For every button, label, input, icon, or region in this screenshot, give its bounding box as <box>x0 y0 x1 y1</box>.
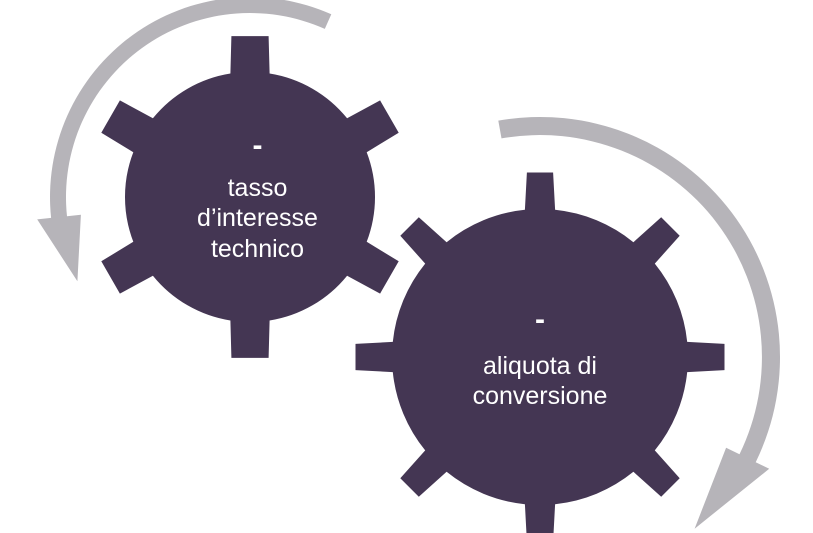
gear-large <box>355 172 725 533</box>
gear-small-bullet: - <box>252 129 263 162</box>
gear-large-label: - aliquota di conversione <box>430 302 650 412</box>
gear-small-line-1: tasso <box>227 173 288 202</box>
gear-small <box>101 36 399 358</box>
gear-small-label: - tasso d’interesse technico <box>170 128 345 264</box>
gear-large-bullet: - <box>535 303 545 336</box>
circular-arrow-counterclockwise-icon <box>37 0 332 282</box>
gear-small-line-2: d’interesse <box>197 204 318 233</box>
gear-large-line-1: aliquota di <box>483 351 597 380</box>
gear-small-line-3: technico <box>210 234 305 263</box>
gear-large-line-2: conversione <box>472 382 608 411</box>
